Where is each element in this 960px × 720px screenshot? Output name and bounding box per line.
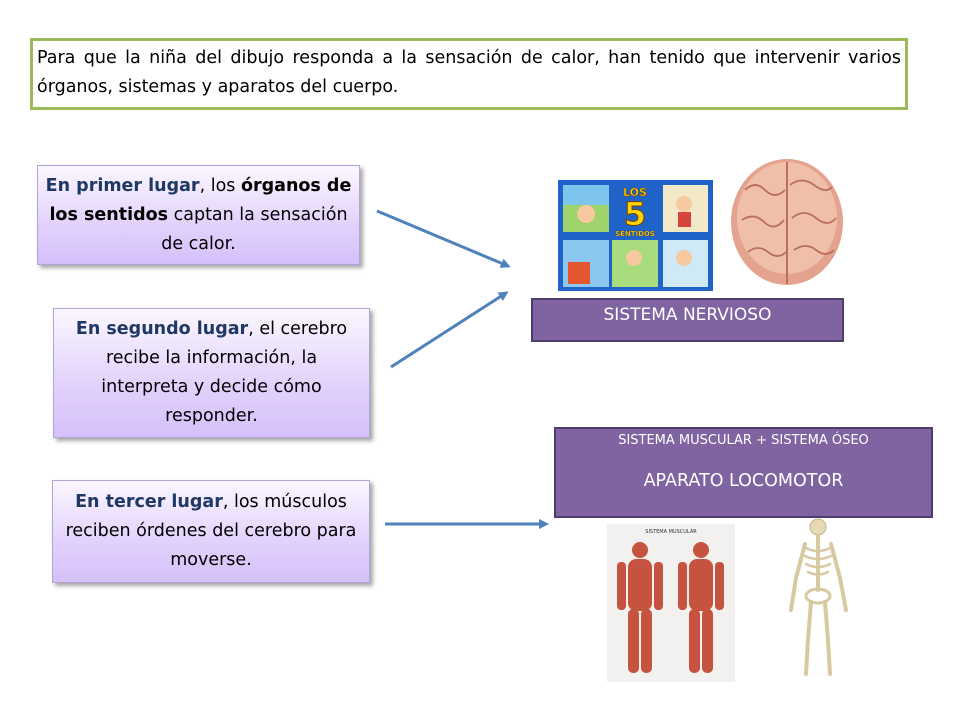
step-3-text-a: , los músculos reciben órdenes del cereb… [65,492,357,570]
step-1-text-b: captan la sensación de calor. [161,204,348,254]
muscle-chart-title: SISTEMA MUSCULAR [645,529,697,535]
locomotor-subtitle: SISTEMA MUSCULAR + SISTEMA ÓSEO [618,433,869,448]
step-3-text: En tercer lugar, los músculos reciben ór… [59,488,363,575]
intro-text: Para que la niña del dibujo responda a l… [30,38,908,110]
senses-poster-top: LOS [623,186,647,199]
step-3-lead: En tercer lugar [75,492,223,512]
aparato-locomotor-box: SISTEMA MUSCULAR + SISTEMA ÓSEO APARATO … [554,427,933,518]
sistema-nervioso-label: SISTEMA NERVIOSO [603,305,772,325]
senses-poster-number: 5 [624,195,646,233]
arrow-1 [376,209,511,268]
step-2-lead: En segundo lugar [75,319,249,339]
step-1-text: En primer lugar, los órganos de los sent… [44,172,353,259]
locomotor-title: APARATO LOCOMOTOR [643,471,844,491]
arrow-2 [390,291,509,369]
step-1-bold: órganos de los sentidos [49,175,352,225]
step-1-text-a: , los [199,175,241,196]
step-1-lead: En primer lugar [45,175,200,196]
step-2-text: En segundo lugar, el cerebro recibe la i… [60,315,363,431]
skeleton-image [789,518,848,676]
sistema-nervioso-box: SISTEMA NERVIOSO [531,298,844,342]
step-1-box: En primer lugar, los órganos de los sent… [37,165,360,265]
muscular-system-image: SISTEMA MUSCULAR [607,524,735,682]
senses-poster-image: LOS 5 SENTIDOS [558,180,713,291]
brain-image [731,159,843,285]
step-2-text-a: , el cerebro recibe la información, la i… [101,319,348,426]
senses-poster-bottom: SENTIDOS [615,230,655,238]
step-3-box: En tercer lugar, los músculos reciben ór… [52,480,370,583]
step-2-box: En segundo lugar, el cerebro recibe la i… [53,308,370,438]
